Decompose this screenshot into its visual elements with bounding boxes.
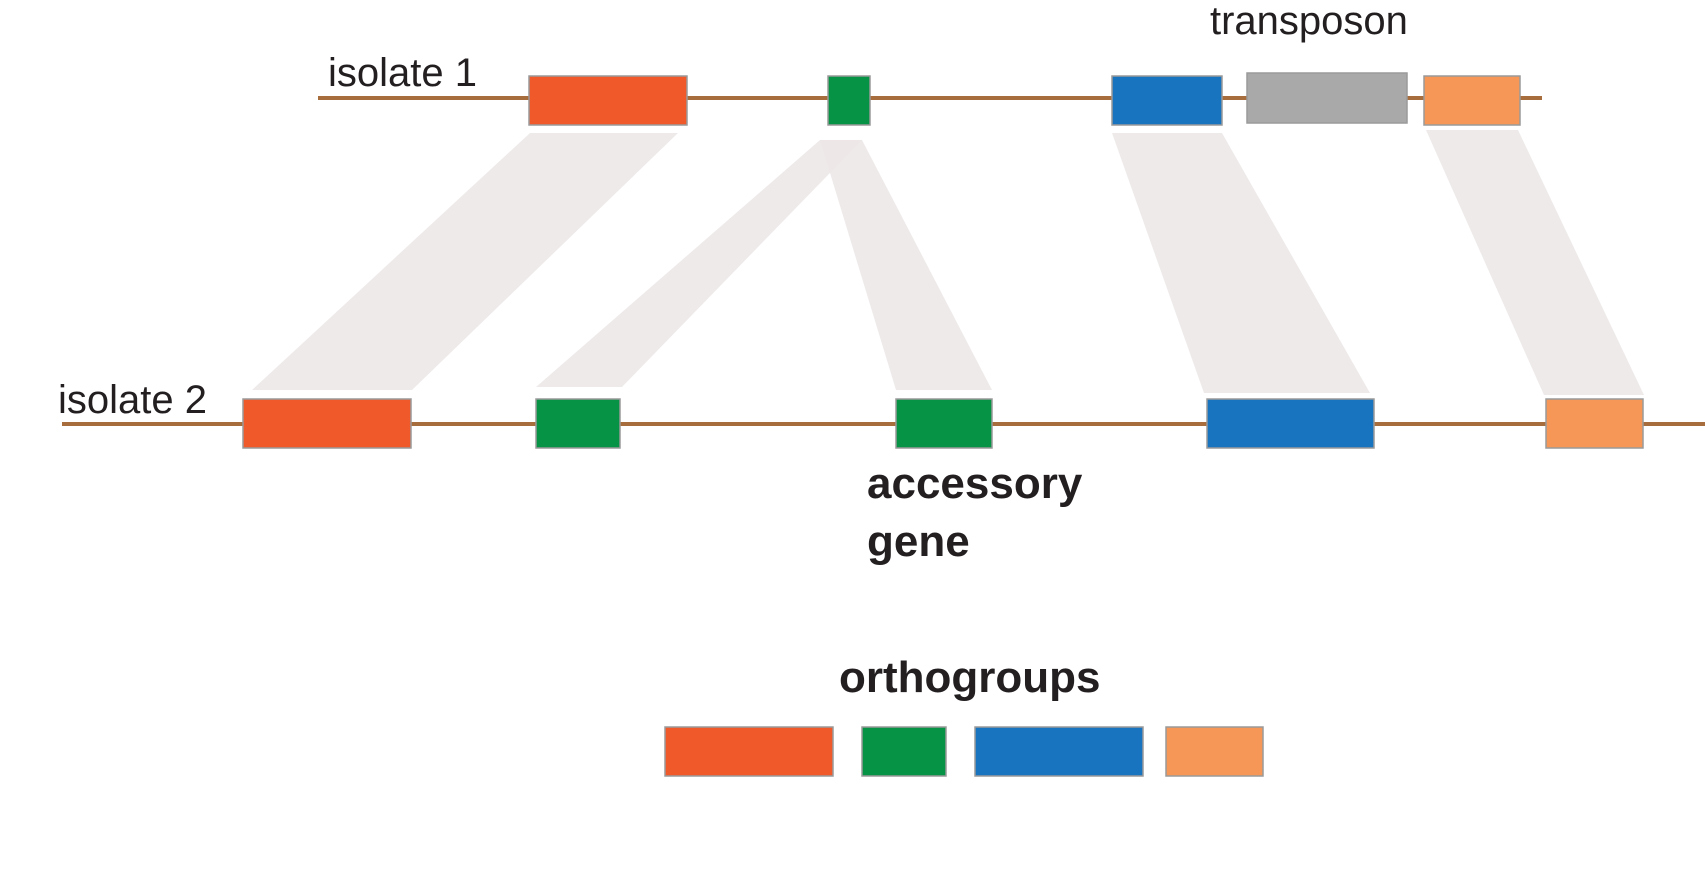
isolate-2-gene-red [242,398,412,449]
accessory-gene-label-line2: gene [867,517,970,566]
synteny-link-green-accessory [820,140,992,390]
isolate-2-genes [242,398,1644,449]
isolate-2-label: isolate 2 [58,378,207,422]
synteny-links [252,130,1644,395]
synteny-link-green-duplicate [536,140,862,387]
legend-swatch-blue [974,726,1144,777]
orthogroup-legend [664,726,1264,777]
transposon-label: transposon [1210,0,1408,43]
isolate-2-gene-blue [1206,398,1375,449]
synteny-link-peach [1426,130,1644,395]
isolate-1-gene-blue [1111,75,1223,126]
legend-title: orthogroups [839,653,1101,702]
isolate-2-gene-peach [1545,398,1644,449]
isolate-1-transposon [1246,72,1408,124]
isolate-2-gene-green [535,398,621,449]
legend-swatch-red [664,726,834,777]
isolate-1-genes [528,72,1521,126]
isolate-1-gene-red [528,75,688,126]
legend-swatch-peach [1165,726,1264,777]
accessory-gene-label-line1: accessory [867,459,1083,508]
synteny-link-red [252,133,678,390]
isolate-1-label: isolate 1 [328,51,477,95]
isolate-1-gene-peach [1423,75,1521,126]
legend-swatch-green [861,726,947,777]
synteny-link-blue [1112,133,1370,393]
isolate-2-gene-green-accessory [895,398,993,449]
isolate-1-gene-green [827,75,871,126]
